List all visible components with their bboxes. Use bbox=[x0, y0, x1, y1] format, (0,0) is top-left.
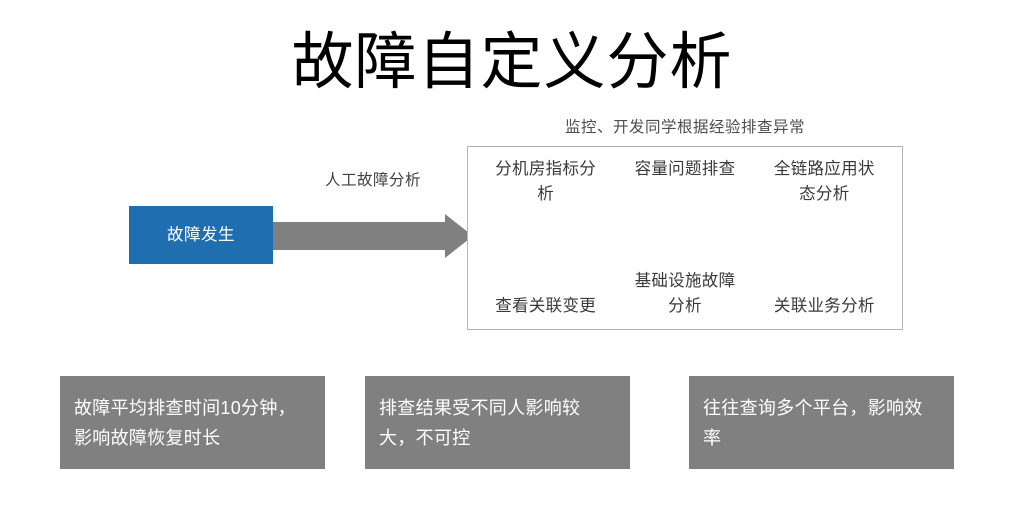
panel-item-3[interactable]: 全链路应用状态分析 bbox=[773, 160, 875, 203]
callout-box-2: 排查结果受不同人影响较大，不可控 bbox=[365, 376, 630, 469]
panel-caption: 监控、开发同学根据经验排查异常 bbox=[564, 119, 805, 136]
analysis-panel: 分机房指标分析 容量问题排查 全链路应用状态分析 查看关联变更 基础设施故障分析… bbox=[467, 146, 903, 330]
panel-item-5[interactable]: 基础设施故障分析 bbox=[634, 272, 736, 315]
source-box: 故障发生 bbox=[129, 206, 273, 264]
callout-box-1: 故障平均排查时间10分钟，影响故障恢复时长 bbox=[60, 376, 325, 469]
flow-arrow-icon bbox=[273, 214, 473, 258]
page-title: 故障自定义分析 bbox=[291, 28, 733, 97]
panel-item-4[interactable]: 查看关联变更 bbox=[495, 297, 597, 315]
arrow-label: 人工故障分析 bbox=[324, 172, 421, 189]
callout-text-2: 排查结果受不同人影响较大，不可控 bbox=[379, 397, 581, 448]
callout-text-3: 往往查询多个平台，影响效率 bbox=[703, 397, 923, 448]
panel-item-1[interactable]: 分机房指标分析 bbox=[495, 160, 597, 203]
panel-item-2[interactable]: 容量问题排查 bbox=[634, 160, 736, 178]
callout-text-1: 故障平均排查时间10分钟，影响故障恢复时长 bbox=[74, 397, 296, 448]
panel-item-6[interactable]: 关联业务分析 bbox=[773, 297, 875, 315]
callout-box-3: 往往查询多个平台，影响效率 bbox=[689, 376, 954, 469]
source-box-label: 故障发生 bbox=[167, 226, 235, 244]
